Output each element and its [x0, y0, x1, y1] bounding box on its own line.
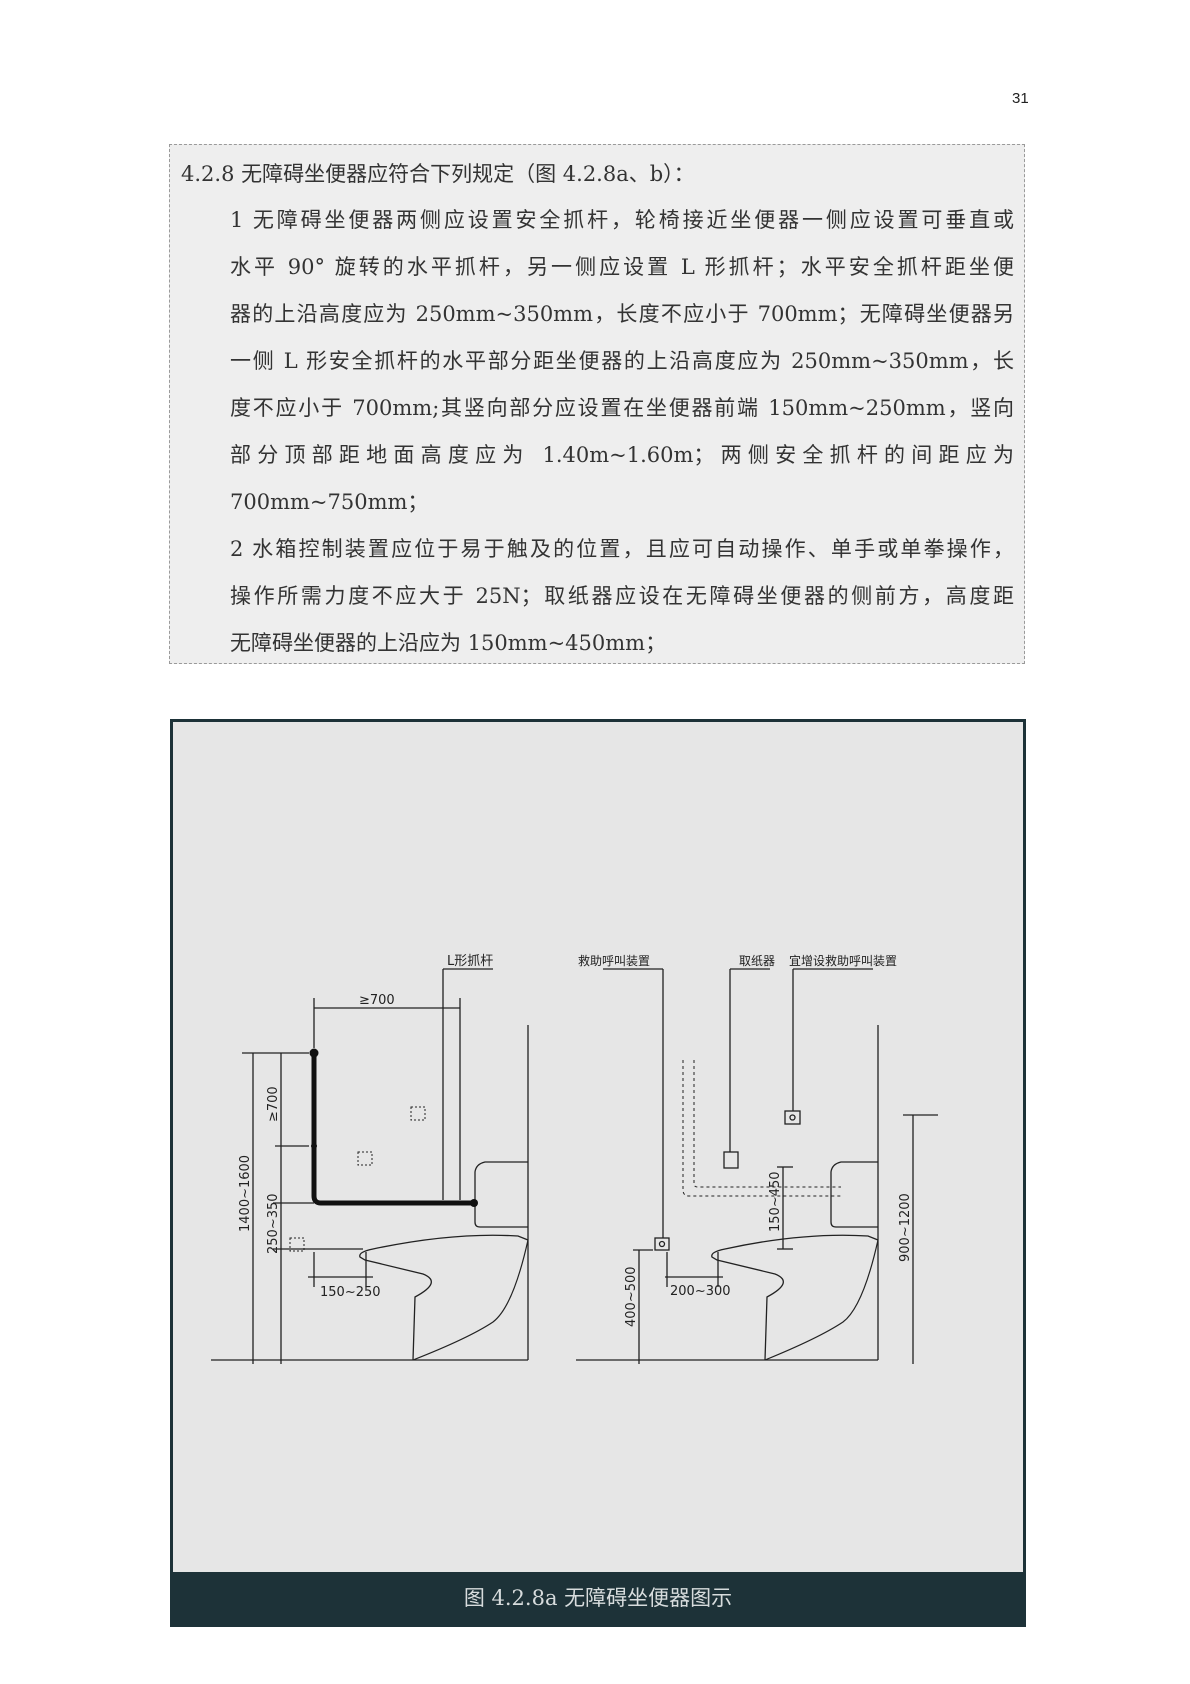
label-paper: 取纸器: [739, 954, 775, 968]
clause-line: 水平 90° 旋转的水平抓杆，另一侧应设置 L 形抓杆；水平安全抓杆距坐便: [230, 255, 1014, 279]
clause-line: 1 无障碍坐便器两侧应设置安全抓杆，轮椅接近坐便器一侧应设置可垂直或: [230, 208, 1014, 232]
call-device-icon: [410, 1106, 426, 1121]
dim-extra-height: 900~1200: [898, 1193, 913, 1262]
dim-front-right: 200~300: [670, 1284, 731, 1299]
call-device-icon: [289, 1237, 305, 1252]
clause-line: 700mm~750mm；: [230, 490, 429, 514]
clause-heading: 4.2.8 无障碍坐便器应符合下列规定（图 4.2.8a、b）：: [181, 162, 695, 186]
dim-paper-height: 150~450: [768, 1171, 783, 1232]
clause-line: 2 水箱控制装置应位于易于触及的位置，且应可自动操作、单手或单拳操作，: [230, 537, 1014, 561]
dim-front-left: 150~250: [320, 1285, 381, 1300]
dim-length: ≥700: [359, 993, 395, 1008]
label-grab-bar: L形抓杆: [447, 954, 493, 969]
label-call-device: 救助呼叫装置: [578, 953, 650, 968]
page-number: 31: [1012, 90, 1029, 107]
figure: L形抓杆 ≥700 150~250 救助呼叫装置 取纸器 宜增设救助呼叫装置 2…: [170, 719, 1026, 1627]
toilet-tank: [474, 1161, 528, 1228]
clause-box: 4.2.8 无障碍坐便器应符合下列规定（图 4.2.8a、b）： 1 无障碍坐便…: [169, 144, 1025, 664]
label-extra-call: 宜增设救助呼叫装置: [789, 953, 897, 968]
clause-line: 度不应小于 700mm;其竖向部分应设置在坐便器前端 150mm~250mm，竖…: [230, 396, 1014, 420]
toilet-bowl: [359, 1234, 529, 1361]
call-device-icon: [784, 1110, 801, 1125]
toilet-diagram: L形抓杆 ≥700 150~250 救助呼叫装置 取纸器 宜增设救助呼叫装置 2…: [211, 953, 938, 1364]
paper-holder-icon: [357, 1151, 373, 1166]
swing-grab-bar: [682, 1060, 841, 1197]
clause-line: 器的上沿高度应为 250mm~350mm，长度不应小于 700mm；无障碍坐便器…: [230, 302, 1014, 326]
clause-line: 无障碍坐便器的上沿应为 150mm~450mm；: [230, 631, 667, 655]
l-grab-bar: [311, 1055, 473, 1206]
figure-caption: 图 4.2.8a 无障碍坐便器图示: [173, 1572, 1023, 1624]
dim-call-height: 400~500: [624, 1266, 639, 1327]
dim-total-height: 1400~1600: [238, 1155, 253, 1232]
clause-line: 一侧 L 形安全抓杆的水平部分距坐便器的上沿高度应为 250mm~350mm，长: [230, 349, 1014, 373]
clause-line: 部分顶部距地面高度应为 1.40m~1.60m；两侧安全抓杆的间距应为: [230, 443, 1014, 467]
dim-bar-height: 250~350: [266, 1193, 281, 1254]
paper-holder-icon: [723, 1151, 739, 1169]
dim-vertical: ≥700: [266, 1086, 281, 1122]
clause-line: 操作所需力度不应大于 25N；取纸器应设在无障碍坐便器的侧前方，高度距: [230, 584, 1014, 608]
